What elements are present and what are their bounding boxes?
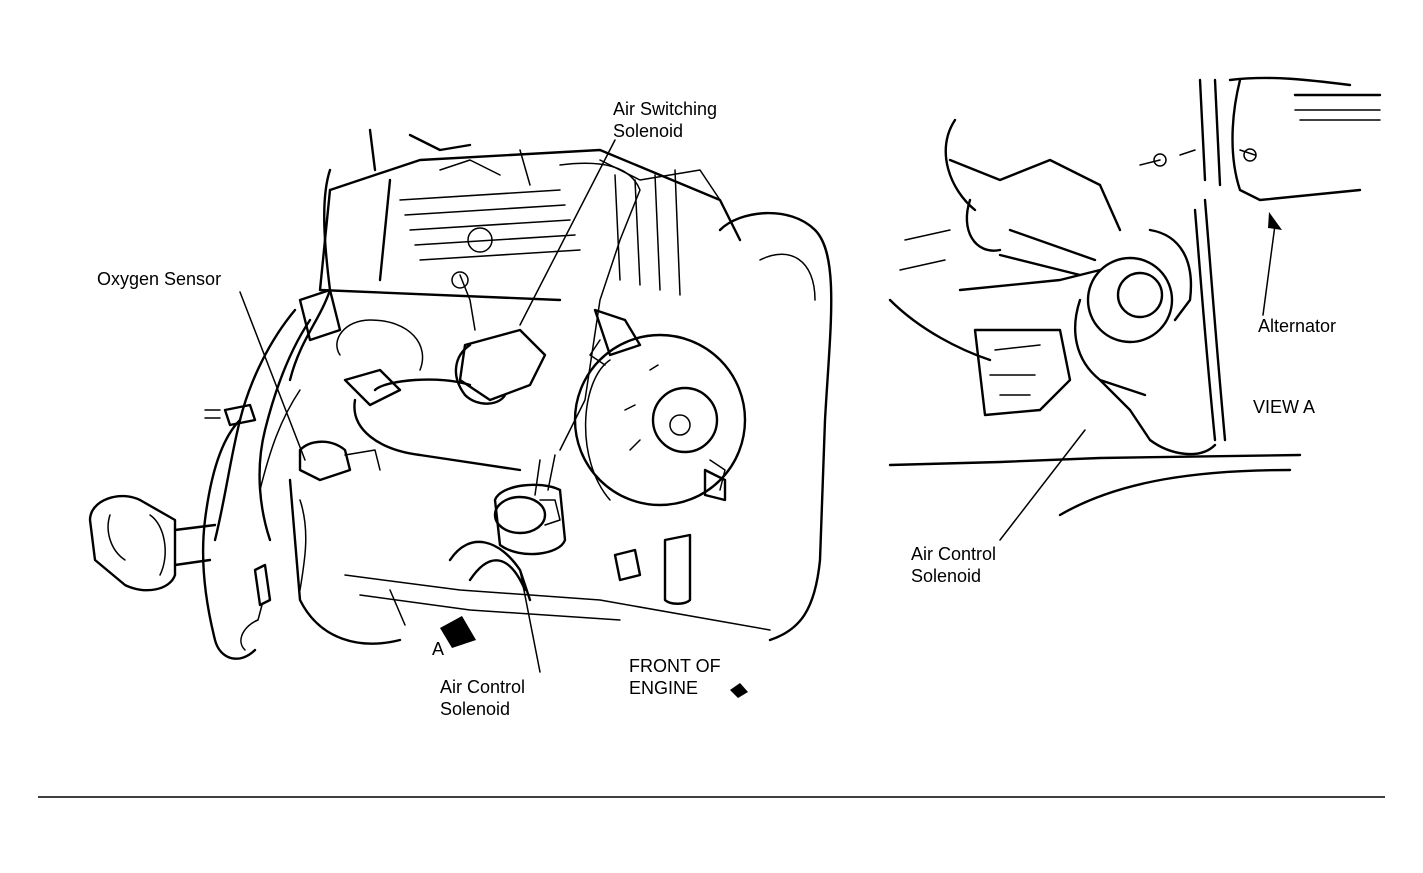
air-control-solenoid-label-line2: Solenoid — [440, 699, 511, 719]
air-control-solenoid-label-line1: Air Control — [440, 677, 526, 697]
oxygen-sensor-part — [298, 440, 381, 482]
alternator-main — [573, 308, 747, 507]
main-engine-view — [88, 128, 833, 698]
leader-lines — [239, 139, 616, 673]
air-cleaner-boot — [88, 494, 217, 592]
front-direction-arrow — [730, 683, 748, 698]
timing-cover — [718, 211, 833, 642]
view-a-detail — [888, 76, 1382, 541]
air-control-solenoid-detail-label-line2: Solenoid — [911, 566, 982, 586]
engine-block-lower — [288, 478, 771, 645]
alternator-label: Alternator — [1258, 316, 1337, 336]
front-of-engine-label-line1: FRONT OF — [629, 656, 721, 676]
valve-cover — [318, 128, 742, 302]
air-control-solenoid-detail-label-line1: Air Control — [911, 544, 997, 564]
view-a-arrow — [440, 616, 476, 648]
air-switching-solenoid-part — [451, 271, 547, 405]
exhaust-pipe — [336, 319, 522, 472]
air-control-solenoid-part — [448, 454, 567, 602]
view-marker-label: A — [432, 639, 445, 659]
air-switching-solenoid-label-line1: Air Switching — [613, 99, 718, 119]
oxygen-sensor-label: Oxygen Sensor — [97, 269, 222, 289]
view-a-label: VIEW A — [1253, 397, 1316, 417]
wiring-harness — [201, 162, 641, 660]
front-of-engine-label-line2: ENGINE — [629, 678, 699, 698]
air-switching-solenoid-label-line2: Solenoid — [613, 121, 684, 141]
